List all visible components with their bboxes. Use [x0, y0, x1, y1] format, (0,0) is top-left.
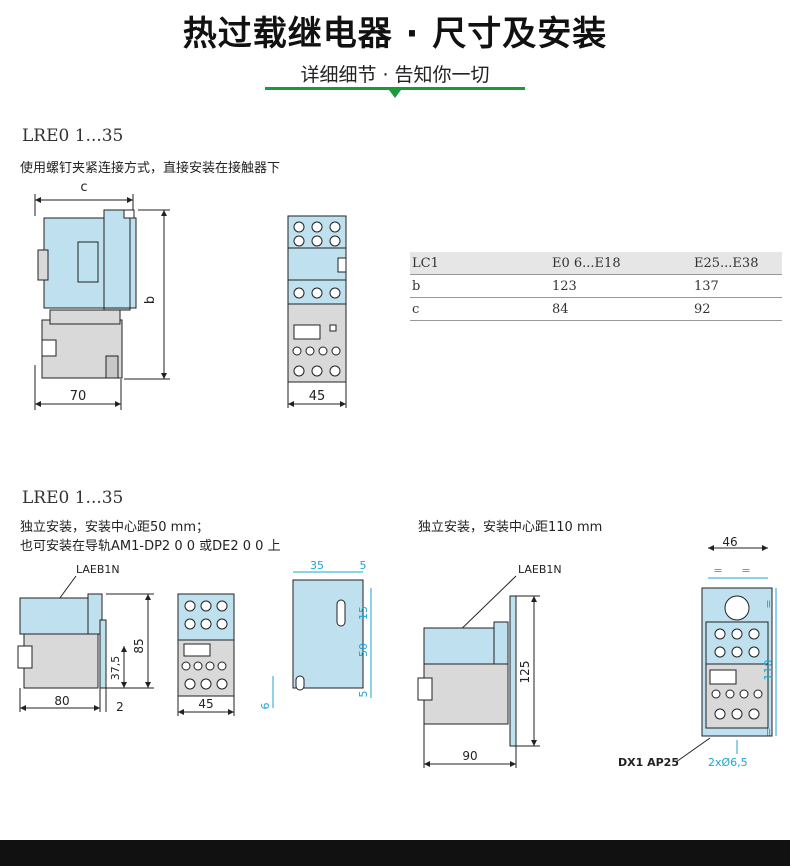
section1-model: LRE0 1...35 — [22, 126, 124, 146]
table-cell: 123 — [550, 274, 692, 298]
dim-b-label: b — [143, 296, 158, 304]
table-cell: 92 — [692, 297, 782, 321]
table-cell: c — [410, 297, 550, 321]
plate-dim-5-top: 5 — [360, 559, 367, 572]
page-subtitle: 详细细节 · 告知你一切 — [300, 64, 490, 86]
section1-side-view: c b 70 — [34, 180, 170, 410]
section2-model: LRE0 1...35 — [22, 488, 124, 508]
bottom-bar — [0, 840, 790, 866]
table-row: b 123 137 — [410, 274, 782, 298]
eq-label-4: = — [762, 727, 775, 736]
eq-label-1: = — [713, 564, 722, 577]
table-header-row: LC1 E0 6...E18 E25...E38 — [410, 252, 782, 275]
table-cell: b — [410, 274, 550, 298]
dim-2-label: 2 — [116, 700, 124, 714]
table-header-cell: LC1 — [410, 252, 550, 275]
eq-label-3: = — [762, 599, 775, 608]
rail-label: DX1 AP25 — [618, 756, 679, 769]
section2-description-left-2: 也可安装在导轨AM1-DP2 0 0 或DE2 0 0 上 — [20, 539, 281, 554]
dim-46-label: 46 — [722, 535, 737, 549]
section2-description-right: 独立安装，安装中心距110 mm — [418, 520, 603, 535]
section2-right-side-view: LAEB1N 125 90 — [417, 563, 562, 768]
plate-dim-6: 6 — [259, 703, 272, 710]
dim-80-label: 80 — [54, 694, 69, 708]
dim-90-label: 90 — [462, 749, 477, 763]
page-title: 热过载继电器 · 尺寸及安装 — [182, 14, 608, 54]
section2-mounting-plate: 35 5 15 50 5 6 — [259, 559, 372, 710]
dim-125-label: 125 — [518, 661, 532, 684]
section1-front-view: 45 — [287, 215, 347, 408]
plate-dim-15: 15 — [357, 606, 370, 620]
dim-110-label: 110 — [762, 660, 775, 681]
table-header-cell: E25...E38 — [692, 252, 782, 275]
plate-dim-50: 50 — [357, 643, 370, 657]
dim-45-label: 45 — [309, 389, 326, 404]
laeb1n-label-right: LAEB1N — [518, 563, 562, 576]
hole-label: 2xØ6,5 — [708, 756, 748, 769]
table-cell: 84 — [550, 297, 692, 321]
dim-70-label: 70 — [70, 389, 87, 404]
table-cell: 137 — [692, 274, 782, 298]
eq-label-2: = — [741, 564, 750, 577]
plate-dim-5-bottom: 5 — [357, 691, 370, 698]
title-underline — [265, 87, 525, 90]
section2-left-front-view: 45 — [177, 593, 235, 716]
table-row: c 84 92 — [410, 297, 782, 321]
dimension-table: LC1 E0 6...E18 E25...E38 b 123 137 c 84 … — [410, 252, 782, 321]
title-underline-pointer — [389, 90, 401, 98]
laeb1n-label-left: LAEB1N — [76, 563, 120, 576]
dim-45-label-2: 45 — [198, 697, 213, 711]
section2-right-front-view: 46 = = = 110 = DX1 AP25 2xØ6,5 — [618, 535, 777, 769]
dim-37-5-label: 37,5 — [109, 656, 122, 681]
table-header-cell: E0 6...E18 — [550, 252, 692, 275]
dim-85-label: 85 — [132, 638, 146, 653]
plate-dim-35: 35 — [310, 559, 324, 572]
section2-description-left-1: 独立安装，安装中心距50 mm； — [20, 520, 210, 535]
dim-c-label: c — [80, 180, 87, 195]
section2-left-side-view: LAEB1N 85 37,5 80 2 — [17, 563, 154, 714]
section1-description: 使用螺钉夹紧连接方式，直接安装在接触器下 — [20, 161, 281, 176]
